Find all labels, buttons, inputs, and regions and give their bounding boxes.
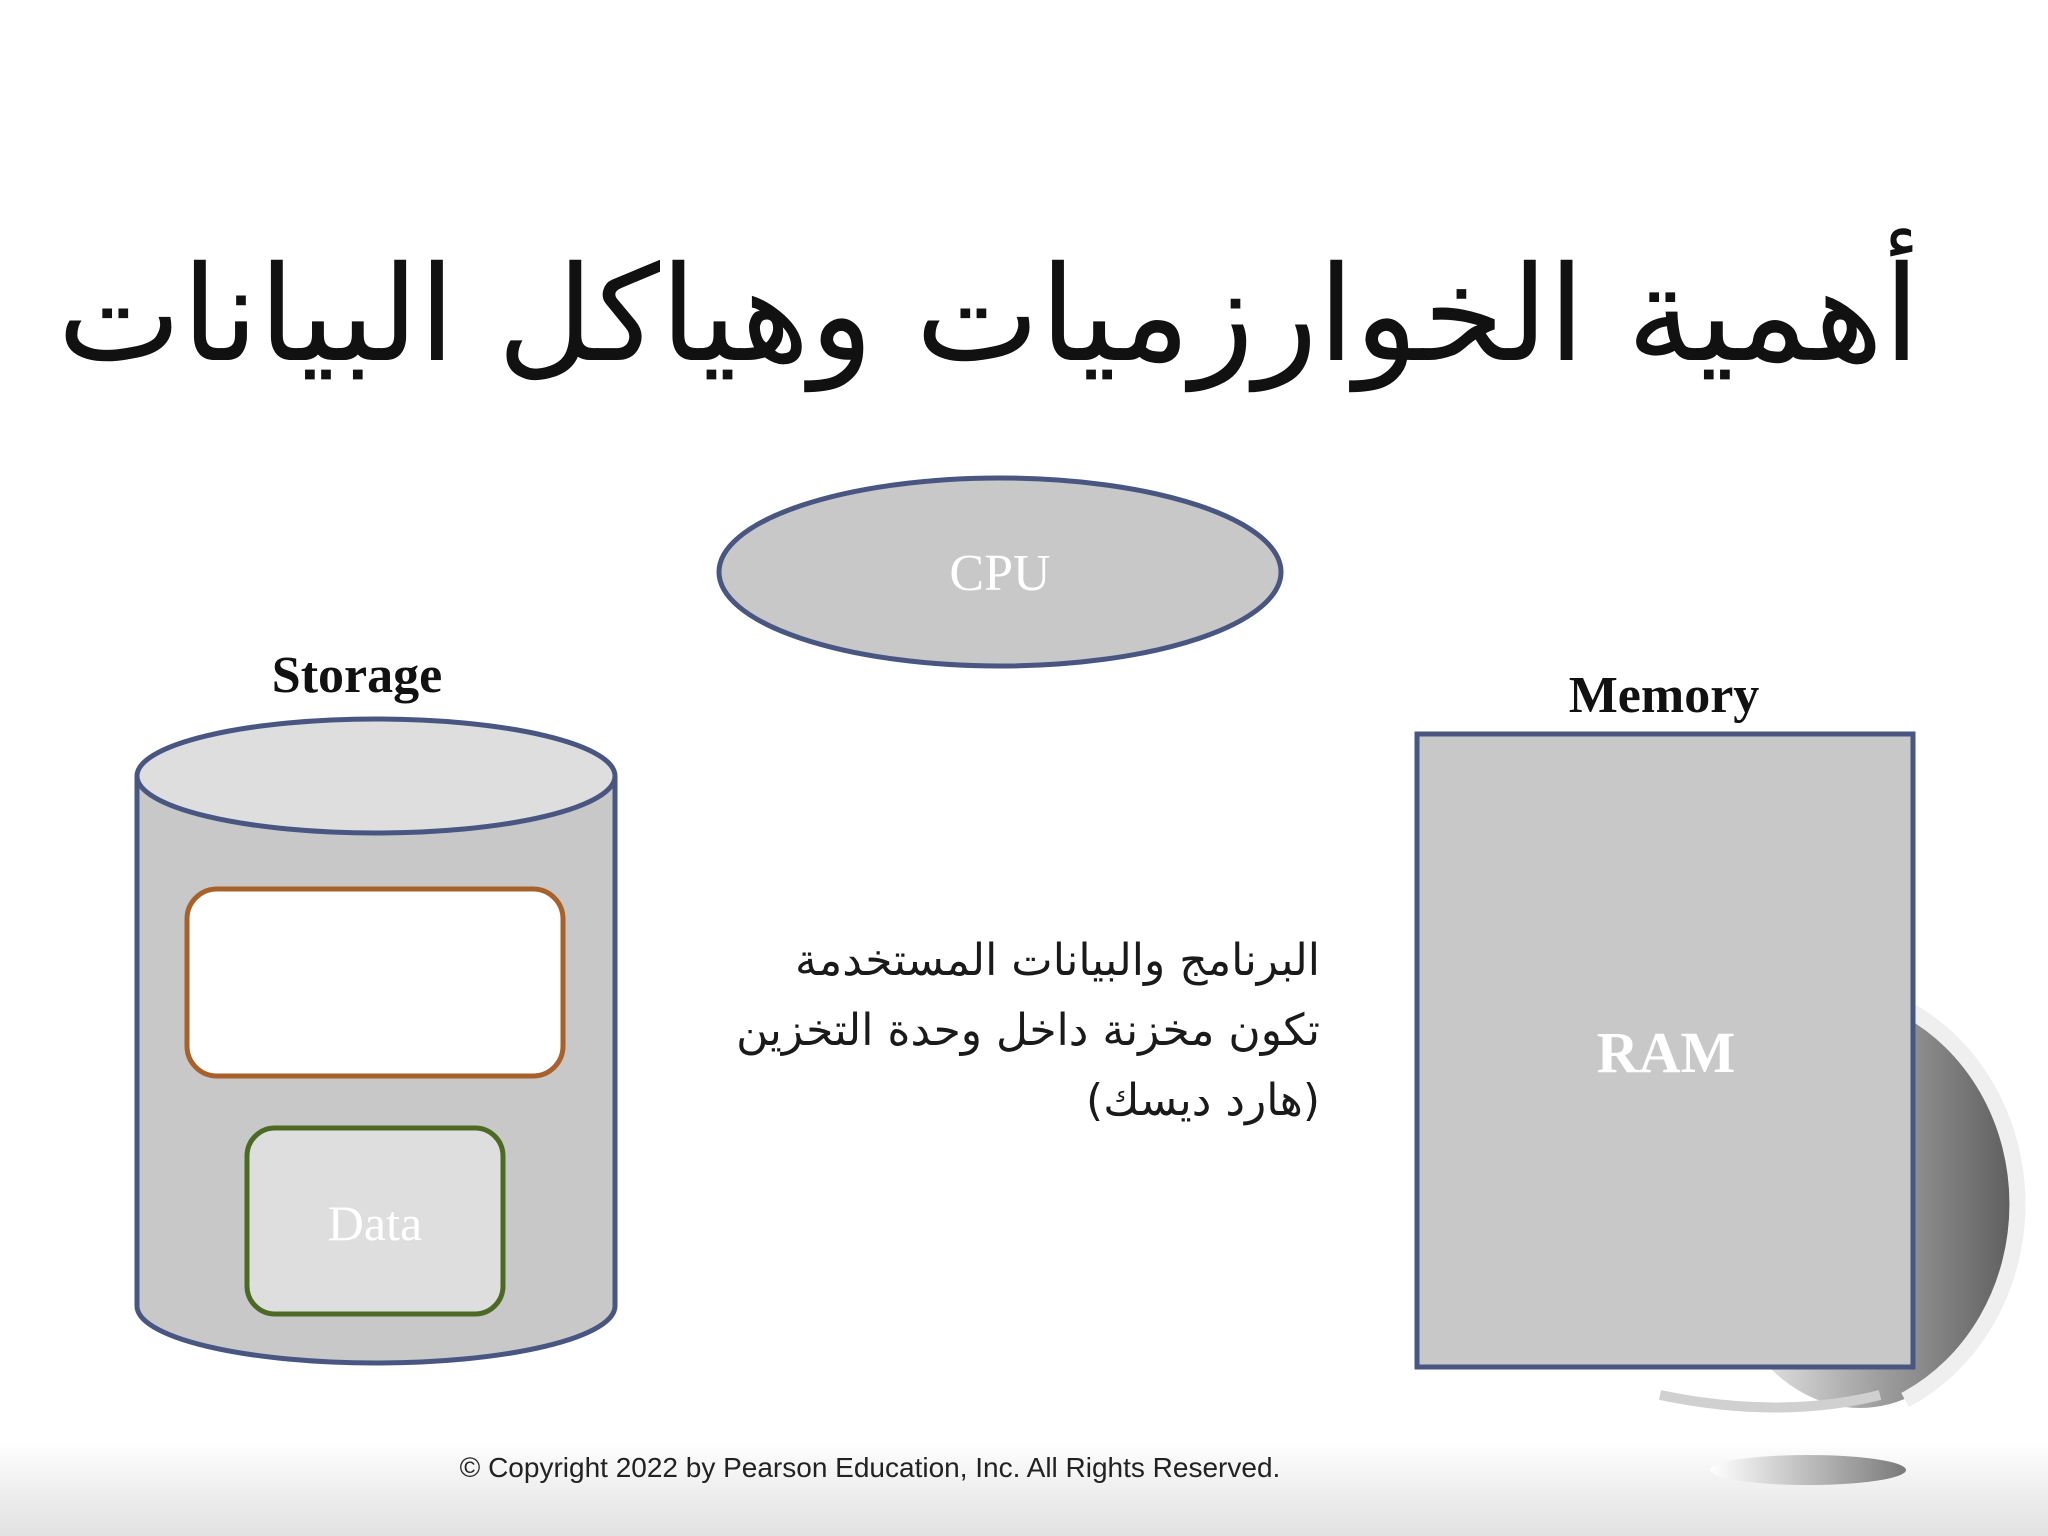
cpu-ellipse [716, 475, 1284, 669]
ram-label: RAM [1597, 1020, 1736, 1085]
description-line: البرنامج والبيانات المستخدمة [795, 935, 1320, 986]
description-line: (هارد ديسك) [1086, 1075, 1320, 1126]
description-line: تكون مخزنة داخل وحدة التخزين [736, 1005, 1320, 1056]
data-label: Data [328, 1195, 422, 1251]
storage-unit: Storage Data [134, 647, 618, 1366]
cpu-label: CPU [949, 545, 1050, 602]
slide-title: أهمية الخوارزميات وهياكل البيانات [57, 238, 1920, 392]
storage-cylinder-top [134, 716, 618, 836]
footer-band [0, 1440, 2048, 1536]
memory-unit: Memory RAM [1414, 667, 1916, 1370]
storage-label: Storage [272, 647, 442, 704]
memory-label: Memory [1569, 667, 1760, 724]
copyright-notice: © Copyright 2022 by Pearson Education, I… [459, 1452, 1281, 1483]
cpu-unit: CPU [716, 475, 1284, 669]
storage-description: البرنامج والبيانات المستخدمة تكون مخزنة … [700, 926, 1320, 1136]
data-box [244, 1125, 506, 1317]
ram-box [1414, 731, 1916, 1370]
program-box [184, 886, 566, 1079]
